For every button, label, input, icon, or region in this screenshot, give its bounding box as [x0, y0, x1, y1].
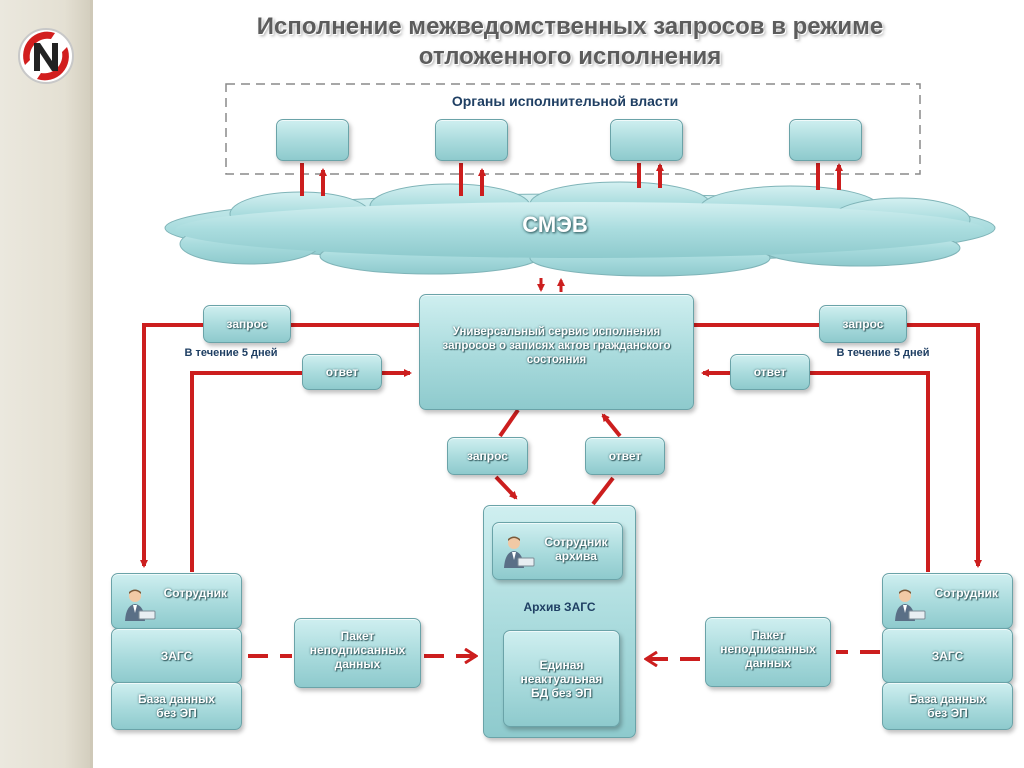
left-request-line [140, 323, 420, 568]
right-packet-label: Пакет неподписанных данных [720, 628, 816, 670]
center-response-label: ответ [608, 449, 642, 463]
right-employee-label: Сотрудник [934, 586, 998, 600]
right-database-box: База данных без ЭП [882, 682, 1013, 730]
organ-box-4 [789, 119, 862, 161]
right-packet-box: Пакет неподписанных данных [705, 617, 831, 687]
left-employee-icon [125, 589, 156, 621]
organ-box-2 [435, 119, 508, 161]
page-title: Исполнение межведомственных запросов в р… [256, 13, 884, 70]
left-response-line [190, 369, 412, 572]
center-response-box: ответ [585, 437, 665, 475]
left-decor-edge [90, 0, 93, 768]
archive-zags-label: Архив ЗАГС [523, 600, 596, 614]
right-employee-icon [895, 589, 926, 621]
organs-label: Органы исполнительной власти [451, 93, 679, 109]
left-zags-label: ЗАГС [160, 648, 193, 663]
left-employee-label: Сотрудник [163, 586, 227, 600]
archive-employee-box: Сотрудник архива [492, 522, 623, 580]
center-response-upper [601, 413, 622, 438]
center-request-box: запрос [447, 437, 528, 475]
right-request-box: запрос [819, 305, 907, 343]
left-packet-box: Пакет неподписанных данных [294, 618, 421, 688]
unified-db-box: Единая неактуальная БД без ЭП [503, 630, 620, 727]
archive-employee-label: Сотрудник архива [544, 535, 608, 563]
center-request-label: запрос [467, 449, 508, 463]
right-response-line [701, 369, 930, 572]
unified-db-label: Единая неактуальная БД без ЭП [520, 657, 603, 700]
center-request-lower [494, 475, 518, 500]
left-zags-box: ЗАГС [111, 628, 242, 683]
smev-cloud-body [175, 202, 985, 258]
left-database-box: База данных без ЭП [111, 682, 242, 730]
organs-region [225, 83, 921, 175]
right-deadline-label: В течение 5 дней [836, 347, 930, 359]
left-response-box: ответ [302, 354, 382, 390]
right-response-box: ответ [730, 354, 810, 390]
right-database-label: База данных без ЭП [909, 692, 986, 720]
right-zags-box: ЗАГС [882, 628, 1013, 683]
universal-service-box: Универсальный сервис исполнения запросов… [419, 294, 694, 410]
universal-service-label: Универсальный сервис исполнения запросов… [442, 326, 671, 366]
organ-box-1 [276, 119, 349, 161]
left-request-box: запрос [203, 305, 291, 343]
left-response-label: ответ [325, 365, 359, 379]
left-request-label: запрос [226, 317, 268, 331]
left-decor-strip [0, 0, 92, 768]
center-request-upper [498, 408, 520, 438]
organ-box-3 [610, 119, 683, 161]
archive-employee-icon [504, 536, 535, 568]
right-zags-label: ЗАГС [931, 648, 964, 663]
left-deadline-label: В течение 5 дней [184, 347, 278, 359]
center-response-lower [591, 476, 615, 506]
right-request-label: запрос [842, 317, 884, 331]
logo-icon [18, 28, 74, 84]
left-database-label: База данных без ЭП [138, 692, 215, 720]
right-response-label: ответ [753, 365, 787, 379]
right-request-line [693, 323, 982, 568]
smev-label: СМЭВ [522, 212, 588, 237]
left-packet-label: Пакет неподписанных данных [309, 629, 406, 671]
